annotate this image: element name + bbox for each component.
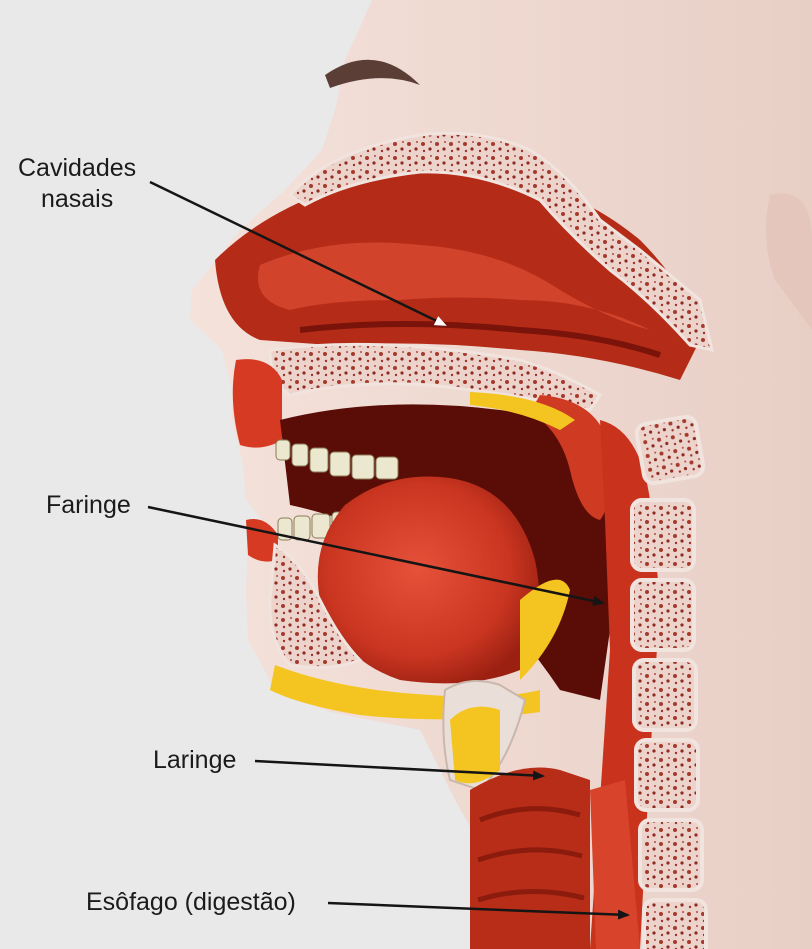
nasal-cavities-label-line1: Cavidades <box>18 153 136 184</box>
upper-lip <box>233 359 282 447</box>
esophagus-label: Esôfago (digestão) <box>86 887 296 918</box>
pharynx-label: Faringe <box>46 490 131 521</box>
nasal-cavities-label: Cavidades nasais <box>18 153 136 215</box>
larynx-label: Laringe <box>153 745 236 776</box>
nasal-cavities-label-line2: nasais <box>18 184 136 215</box>
